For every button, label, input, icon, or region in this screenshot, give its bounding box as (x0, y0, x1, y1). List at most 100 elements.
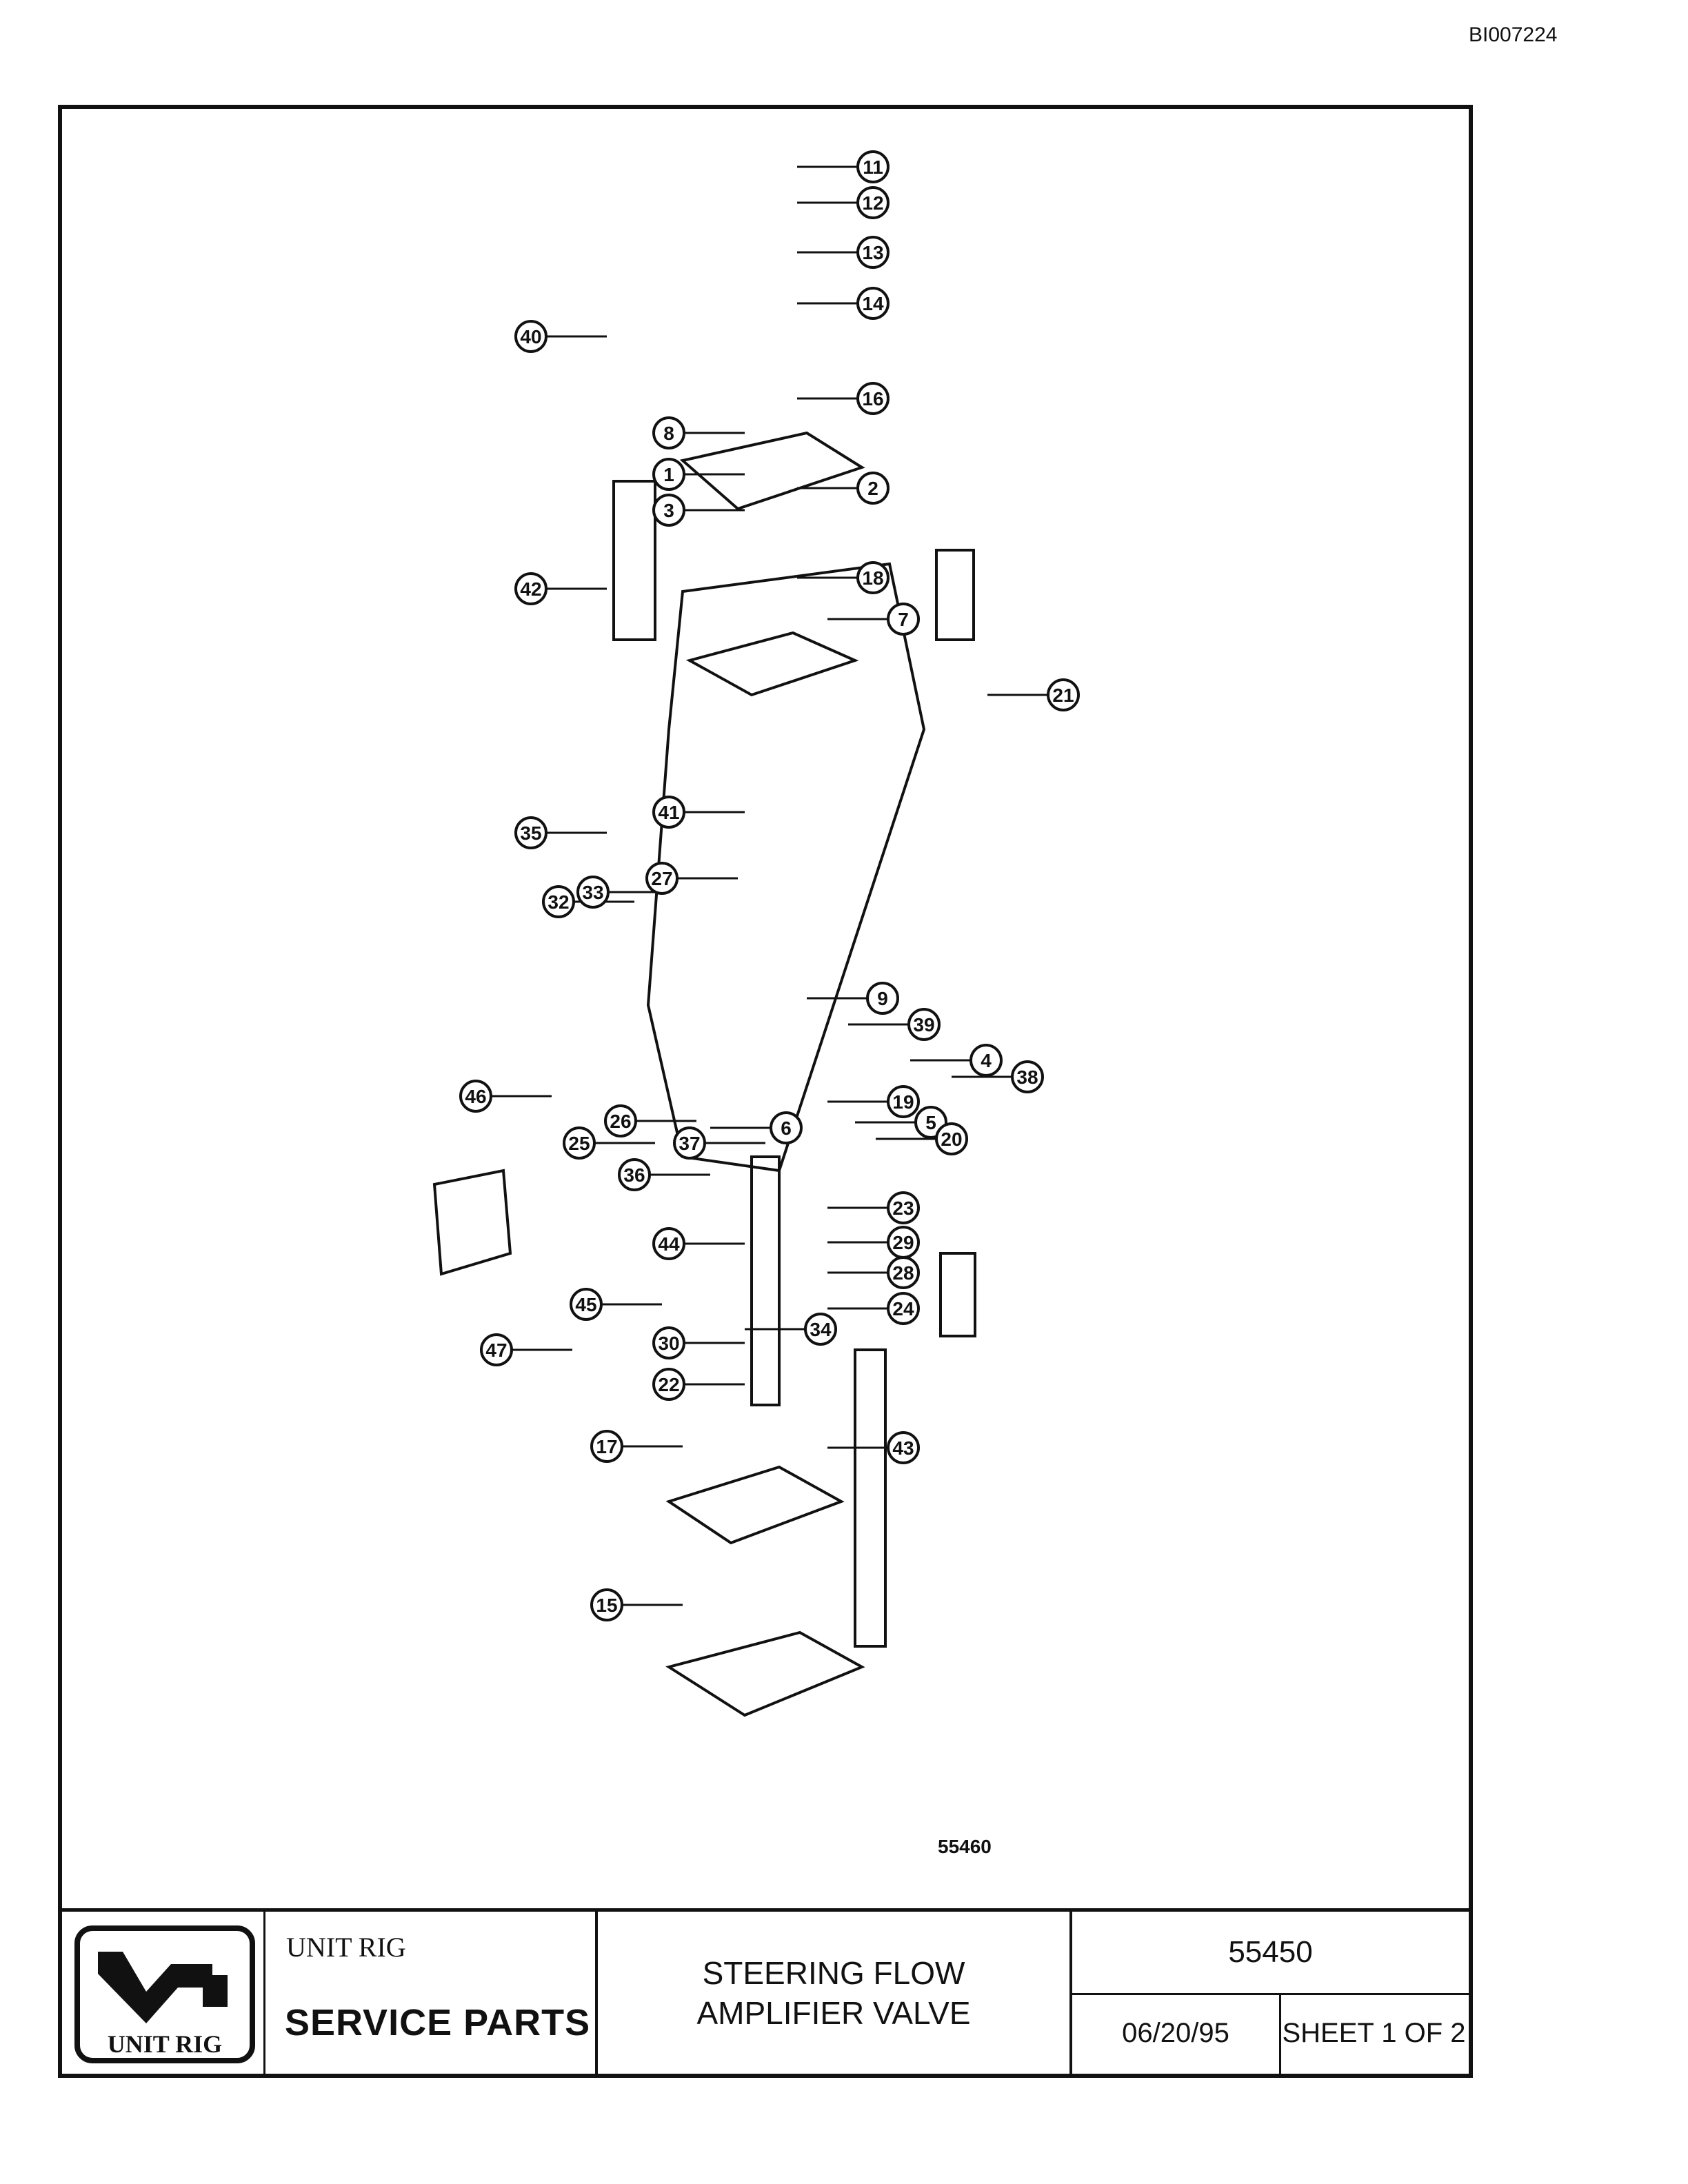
callout-40: 40 (514, 320, 547, 353)
company-name: UNIT RIG (286, 1932, 406, 1963)
svg-text:35: 35 (520, 822, 541, 844)
plate-18 (685, 631, 859, 697)
title-line-1: STEERING FLOW (702, 1954, 965, 1991)
callout-9: 9 (866, 982, 899, 1015)
svg-text:38: 38 (1016, 1066, 1038, 1088)
callout-45: 45 (570, 1288, 603, 1321)
document-id: BI007224 (1469, 23, 1558, 46)
svg-text:4: 4 (981, 1050, 992, 1071)
svg-text:27: 27 (651, 868, 672, 889)
callout-29: 29 (887, 1226, 920, 1259)
svg-text:22: 22 (658, 1374, 679, 1395)
svg-text:7: 7 (898, 609, 909, 630)
exploded-parts-diagram: 1234567891112131415161718192021222324252… (432, 150, 1080, 1857)
svg-text:19: 19 (892, 1091, 914, 1113)
spool-42 (612, 480, 656, 641)
svg-text:42: 42 (520, 578, 541, 600)
svg-text:29: 29 (892, 1232, 914, 1253)
service-parts-label: SERVICE PARTS (285, 2002, 591, 2043)
callout-38: 38 (1011, 1060, 1044, 1093)
callout-22: 22 (652, 1368, 685, 1401)
svg-text:2: 2 (867, 478, 878, 499)
svg-text:21: 21 (1052, 685, 1074, 706)
svg-text:3: 3 (663, 500, 674, 521)
callout-41: 41 (652, 796, 685, 829)
unit-rig-logo: UNIT RIG (74, 1925, 255, 2063)
svg-text:1: 1 (663, 464, 674, 485)
svg-text:26: 26 (610, 1111, 631, 1132)
callout-28: 28 (887, 1256, 920, 1289)
svg-text:47: 47 (485, 1339, 507, 1361)
figure-number: 55460 (938, 1836, 992, 1857)
svg-text:20: 20 (941, 1129, 962, 1150)
logo-text: UNIT RIG (108, 2030, 222, 2058)
svg-text:12: 12 (862, 192, 883, 214)
svg-text:13: 13 (862, 242, 883, 263)
svg-text:28: 28 (892, 1262, 914, 1284)
svg-text:16: 16 (862, 388, 883, 410)
callout-34: 34 (804, 1313, 837, 1346)
callout-8: 8 (652, 416, 685, 449)
svg-text:14: 14 (862, 293, 884, 314)
part-number: 55450 (1072, 1912, 1469, 1995)
svg-text:15: 15 (596, 1595, 617, 1616)
callout-2: 2 (856, 472, 890, 505)
sleeve-right-upper (935, 549, 975, 641)
svg-text:8: 8 (663, 423, 674, 444)
callout-3: 3 (652, 494, 685, 527)
callout-19: 19 (887, 1085, 920, 1118)
plate-17 (665, 1465, 845, 1545)
svg-text:36: 36 (623, 1164, 645, 1186)
svg-text:43: 43 (892, 1437, 914, 1459)
sleeve-right-lower (939, 1252, 976, 1337)
callout-46: 46 (459, 1080, 492, 1113)
svg-text:11: 11 (863, 156, 883, 178)
spool-43 (854, 1348, 887, 1648)
svg-text:5: 5 (925, 1112, 936, 1133)
callout-42: 42 (514, 572, 547, 605)
svg-text:41: 41 (658, 802, 679, 823)
callout-24: 24 (887, 1292, 920, 1325)
callout-18: 18 (856, 561, 890, 594)
callout-14: 14 (856, 287, 890, 320)
callout-4: 4 (969, 1044, 1003, 1077)
callout-36: 36 (618, 1158, 651, 1191)
callout-44: 44 (652, 1227, 685, 1260)
callout-21: 21 (1047, 678, 1080, 711)
revision-date: 06/20/95 (1072, 1993, 1281, 2074)
svg-text:45: 45 (575, 1294, 596, 1315)
svg-text:40: 40 (520, 326, 541, 347)
callout-16: 16 (856, 382, 890, 415)
valve-body (646, 562, 926, 1173)
callout-32: 32 (542, 885, 575, 918)
cover-plate-45 (432, 1169, 512, 1276)
number-cell: 55450 06/20/95 SHEET 1 OF 2 (1072, 1912, 1469, 2074)
callout-27: 27 (645, 862, 679, 895)
svg-text:34: 34 (810, 1319, 832, 1340)
callout-43: 43 (887, 1431, 920, 1464)
callout-6: 6 (770, 1111, 803, 1144)
svg-text:39: 39 (913, 1014, 934, 1035)
callout-23: 23 (887, 1191, 920, 1224)
svg-text:32: 32 (547, 891, 569, 913)
svg-text:33: 33 (582, 882, 603, 903)
svg-text:24: 24 (892, 1298, 914, 1320)
title-cell: STEERING FLOW AMPLIFIER VALVE (598, 1912, 1072, 2074)
top-cover-16 (679, 431, 865, 511)
sheet-number: SHEET 1 OF 2 (1282, 2018, 1466, 2048)
title-line-2: AMPLIFIER VALVE (696, 1994, 971, 2031)
svg-text:17: 17 (596, 1436, 617, 1457)
callout-37: 37 (673, 1126, 706, 1160)
callout-7: 7 (887, 603, 920, 636)
svg-text:25: 25 (568, 1133, 590, 1154)
svg-text:44: 44 (658, 1233, 680, 1255)
title-block: UNIT RIG UNIT RIG SERVICE PARTS STEERING… (62, 1908, 1469, 2074)
svg-text:9: 9 (877, 988, 888, 1009)
bottom-cover-15 (665, 1630, 865, 1717)
callout-25: 25 (563, 1126, 596, 1160)
svg-text:23: 23 (892, 1197, 914, 1219)
logo-cell: UNIT RIG (62, 1912, 265, 2074)
callout-33: 33 (576, 876, 610, 909)
callout-47: 47 (480, 1333, 513, 1366)
